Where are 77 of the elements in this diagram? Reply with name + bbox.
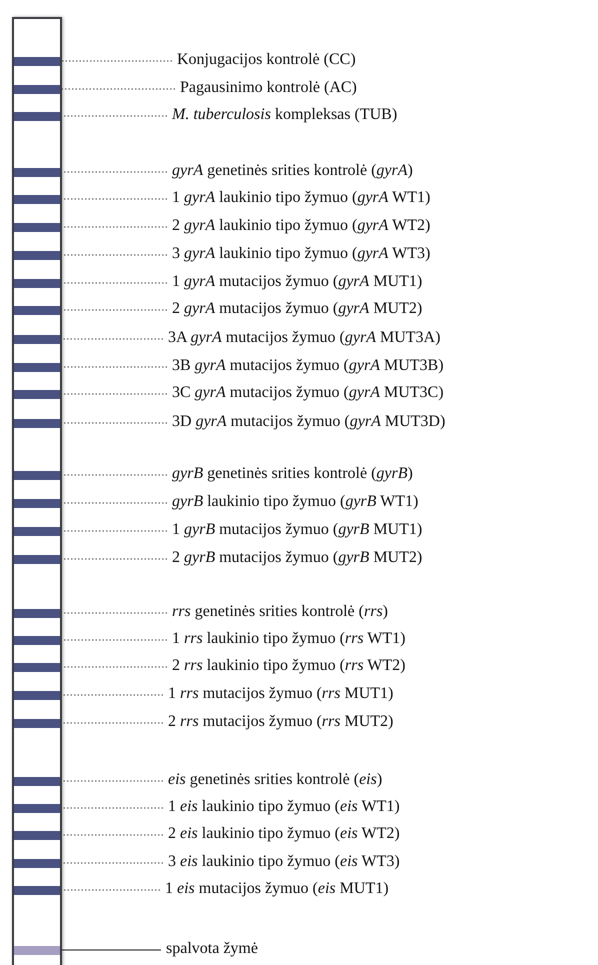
- probe-band: [14, 222, 60, 232]
- leader-line: [62, 282, 168, 284]
- band-label: 1 gyrB mutacijos žymuo (gyrB MUT1): [172, 520, 422, 540]
- leader-line: [62, 862, 164, 864]
- leader-line: [62, 88, 176, 90]
- leader-line: [62, 60, 172, 62]
- leader-line: [62, 198, 168, 200]
- probe-band: [14, 56, 60, 66]
- band-label: 3 eis laukinio tipo žymuo (eis WT3): [168, 852, 400, 872]
- band-label: 1 rrs laukinio tipo žymuo (rrs WT1): [172, 629, 406, 649]
- probe-band: [14, 718, 60, 728]
- leader-line: [62, 694, 164, 696]
- probe-band: [14, 470, 60, 480]
- probe-band: [14, 830, 60, 840]
- band-label: 3C gyrA mutacijos žymuo (gyrA MUT3C): [172, 383, 444, 403]
- probe-band: [14, 334, 60, 344]
- band-label: 1 gyrA mutacijos žymuo (gyrA MUT1): [172, 272, 422, 292]
- probe-band: [14, 554, 60, 564]
- probe-band: [14, 858, 60, 868]
- probe-band: [14, 362, 60, 372]
- probe-band: [14, 306, 60, 314]
- probe-band: [14, 498, 60, 508]
- probe-band: [14, 194, 60, 204]
- probe-band: [14, 776, 60, 786]
- leader-line: [62, 366, 168, 368]
- band-label: gyrA genetinės srities kontrolė (gyrA): [172, 161, 413, 181]
- leader-line: [62, 780, 164, 782]
- probe-band: [14, 418, 60, 428]
- band-label: Konjugacijos kontrolė (CC): [177, 50, 356, 70]
- band-label: Pagausinimo kontrolė (AC): [180, 78, 357, 98]
- band-label: 3B gyrA mutacijos žymuo (gyrA MUT3B): [172, 356, 444, 376]
- band-label: 1 gyrA laukinio tipo žymuo (gyrA WT1): [172, 188, 430, 208]
- leader-line: [62, 722, 164, 724]
- band-label: M. tuberculosis kompleksas (TUB): [172, 105, 398, 125]
- leader-line: [62, 338, 164, 340]
- probe-band: [14, 526, 60, 536]
- band-label: 3D gyrA mutacijos žymuo (gyrA MUT3D): [172, 412, 446, 432]
- probe-band: [14, 390, 60, 398]
- band-label: 2 rrs mutacijos žymuo (rrs MUT2): [168, 712, 394, 732]
- band-label: 1 rrs mutacijos žymuo (rrs MUT1): [168, 684, 394, 704]
- band-label: 3A gyrA mutacijos žymuo (gyrA MUT3A): [168, 328, 440, 348]
- probe-band: [14, 112, 60, 120]
- band-label: 2 gyrA laukinio tipo žymuo (gyrA WT2): [172, 216, 430, 236]
- leader-line: [62, 502, 168, 504]
- leader-line: [62, 558, 168, 560]
- probe-band: [14, 84, 60, 94]
- probe-band: [14, 886, 60, 894]
- band-label: 3 gyrA laukinio tipo žymuo (gyrA WT3): [172, 244, 430, 264]
- probe-band: [14, 636, 60, 644]
- leader-line: [62, 422, 168, 424]
- leader-line: [62, 226, 168, 228]
- leader-line: [62, 612, 168, 614]
- probe-band: [14, 608, 60, 618]
- leader-line: [62, 474, 168, 476]
- leader-line: [62, 666, 168, 668]
- band-label: gyrB genetinės srities kontrolė (gyrB): [172, 464, 413, 484]
- band-label: 1 eis laukinio tipo žymuo (eis WT1): [168, 797, 400, 817]
- band-label: rrs genetinės srities kontrolė (rrs): [172, 602, 388, 622]
- probe-band: [14, 804, 60, 812]
- probe-band: [14, 250, 60, 260]
- band-label: 2 gyrA mutacijos žymuo (gyrA MUT2): [172, 299, 422, 319]
- band-label: 2 gyrB mutacijos žymuo (gyrB MUT2): [172, 548, 422, 568]
- band-label: gyrB laukinio tipo žymuo (gyrB WT1): [172, 492, 418, 512]
- color-marker-band: [14, 946, 60, 954]
- probe-band: [14, 690, 60, 700]
- band-label: 2 eis laukinio tipo žymuo (eis WT2): [168, 824, 400, 844]
- band-label: spalvota žymė: [166, 939, 258, 959]
- band-label: 2 rrs laukinio tipo žymuo (rrs WT2): [172, 656, 406, 676]
- leader-line: [62, 530, 168, 532]
- test-strip: [12, 17, 62, 965]
- probe-band: [14, 662, 60, 672]
- leader-line: [62, 254, 168, 256]
- band-label: 1 eis mutacijos žymuo (eis MUT1): [165, 879, 389, 899]
- leader-line: [62, 834, 164, 836]
- probe-band: [14, 278, 60, 288]
- band-label: eis genetinės srities kontrolė (eis): [168, 770, 382, 790]
- probe-band: [14, 168, 60, 176]
